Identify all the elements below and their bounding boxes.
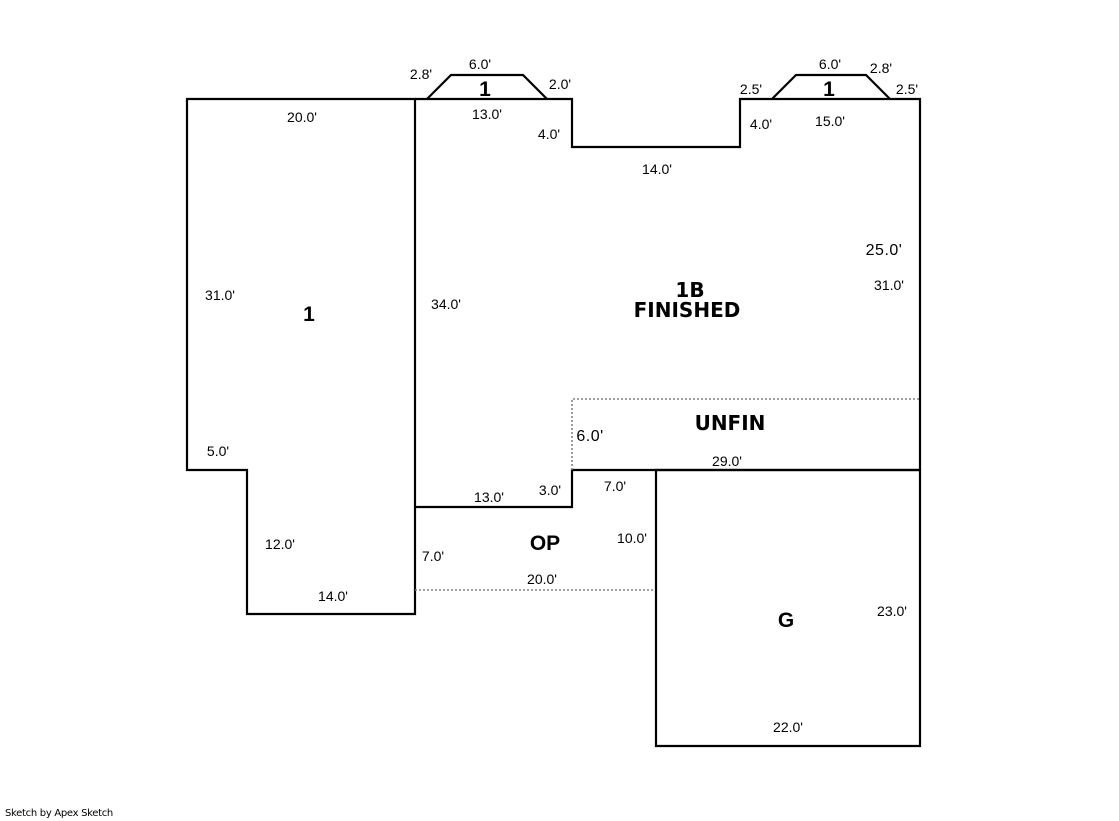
dim-garage-bottom: 22.0' — [773, 719, 803, 735]
area-1b-outline — [415, 97, 922, 470]
bay-right-label: 1 — [823, 78, 835, 101]
area-1b-label-line1: 1B — [675, 278, 704, 302]
dim-bay-left-top: 6.0' — [469, 56, 491, 72]
bay-left-label: 1 — [479, 78, 491, 101]
dim-unfin-bottom: 29.0' — [712, 453, 742, 469]
dim-op-right: 10.0' — [617, 530, 647, 546]
dim-area-1b-notch-left: 4.0' — [538, 126, 560, 142]
dim-bay-right-side-right: 2.8' — [870, 60, 892, 76]
garage-label: G — [778, 609, 794, 632]
dim-bay-left-side-right: 2.0' — [549, 76, 571, 92]
dim-garage-right: 23.0' — [877, 603, 907, 619]
dim-area-1b-notch-bottom: 14.0' — [642, 161, 672, 177]
dim-area-1-left: 31.0' — [205, 287, 235, 303]
area-1b-label-line2: FINISHED — [634, 298, 741, 322]
area-1-outline — [185, 97, 417, 616]
dim-area-1-bottom: 14.0' — [318, 588, 348, 604]
garage-outline — [654, 468, 922, 748]
op-label: OP — [530, 532, 560, 555]
dim-area-1-step: 5.0' — [207, 443, 229, 459]
dim-bay-right-offset-right: 2.5' — [896, 81, 918, 97]
area-1-label: 1 — [303, 303, 315, 326]
dim-op-bottom: 20.0' — [527, 571, 557, 587]
dim-area-1b-right-inner: 31.0' — [874, 277, 904, 293]
dim-bay-right-top: 6.0' — [819, 56, 841, 72]
dim-area-1b-bottom-left: 13.0' — [474, 489, 504, 505]
dim-op-left: 7.0' — [422, 548, 444, 564]
dim-area-1b-notch-right: 4.0' — [750, 116, 772, 132]
dim-area-1b-top-right: 15.0' — [815, 113, 845, 129]
sketch-credit: Sketch by Apex Sketch — [5, 808, 113, 819]
dim-unfin-left: 6.0' — [576, 428, 603, 445]
dim-bay-left-side-left: 2.8' — [410, 66, 432, 82]
unfin-label: UNFIN — [695, 411, 766, 435]
bay-window-right-outline — [771, 73, 891, 100]
dim-area-1b-left: 34.0' — [431, 296, 461, 312]
dim-area-1-top: 20.0' — [287, 109, 317, 125]
dim-area-1b-top-left: 13.0' — [472, 106, 502, 122]
dim-bay-right-offset-left: 2.5' — [740, 81, 762, 97]
bay-window-left-outline — [426, 73, 548, 100]
dim-op-top: 7.0' — [604, 478, 626, 494]
dim-area-1b-step: 3.0' — [539, 482, 561, 498]
dim-area-1b-right-outer: 25.0' — [866, 242, 903, 259]
dim-area-1-lower-left: 12.0' — [265, 536, 295, 552]
